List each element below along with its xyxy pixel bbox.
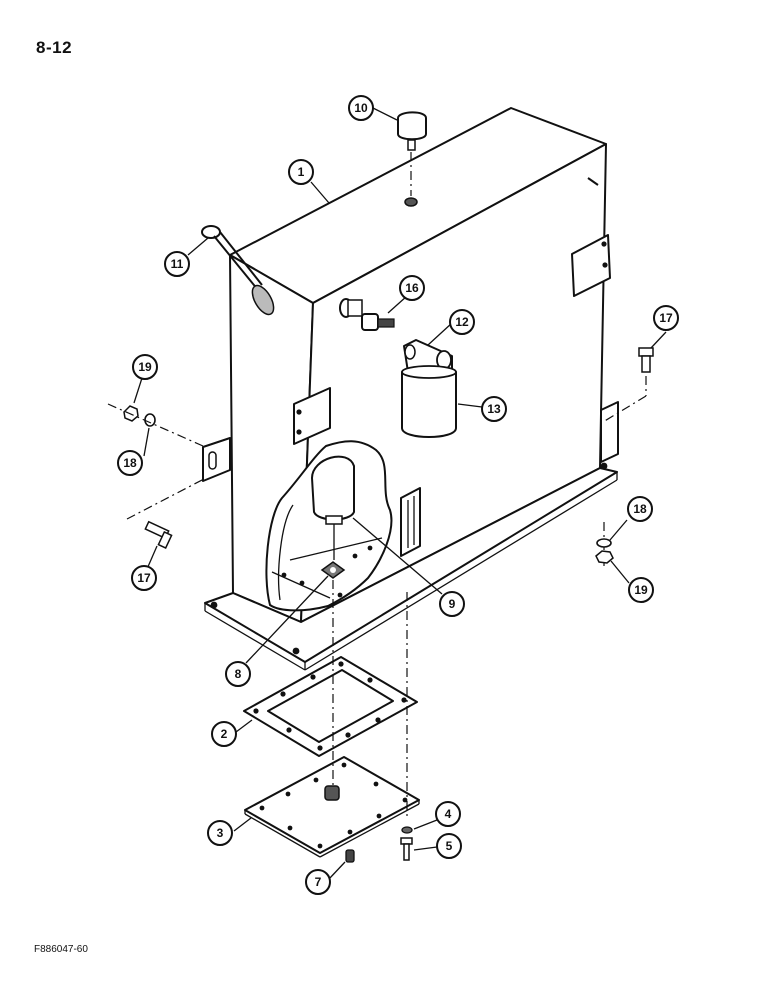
callout-10-label: 10: [354, 101, 368, 115]
callout-17-left: 17: [131, 565, 157, 591]
callout-8: 8: [225, 661, 251, 687]
breather-cap: [397, 111, 427, 207]
callout-5: 5: [436, 833, 462, 859]
plug-7: [345, 849, 355, 863]
callout-4: 4: [435, 801, 461, 827]
callout-13: 13: [481, 396, 507, 422]
right-bolt-17: [638, 347, 654, 373]
callout-11: 11: [164, 251, 190, 277]
callout-4-label: 4: [445, 807, 452, 821]
filter-head: [403, 339, 453, 373]
callout-8-label: 8: [235, 667, 242, 681]
filter-cartridge: [401, 365, 457, 438]
callout-18-left: 18: [117, 450, 143, 476]
figure-code: F886047-60: [34, 944, 88, 955]
callout-18-right-label: 18: [633, 502, 647, 516]
callout-12-label: 12: [455, 315, 469, 329]
left-nut-19: [123, 405, 139, 422]
callout-12: 12: [449, 309, 475, 335]
cutaway-view: [265, 440, 393, 612]
strainer-element: [311, 455, 355, 560]
callout-16: 16: [399, 275, 425, 301]
callout-1: 1: [288, 159, 314, 185]
callout-19-right-label: 19: [634, 583, 648, 597]
callout-17-right: 17: [653, 305, 679, 331]
callout-3: 3: [207, 820, 233, 846]
callout-7: 7: [305, 869, 331, 895]
callout-10: 10: [348, 95, 374, 121]
callout-1-label: 1: [298, 165, 305, 179]
callout-13-label: 13: [487, 402, 501, 416]
left-washer-18: [144, 413, 156, 427]
callout-3-label: 3: [217, 826, 224, 840]
callout-17-right-label: 17: [659, 311, 673, 325]
callout-19-right: 19: [628, 577, 654, 603]
callout-18-left-label: 18: [123, 456, 137, 470]
bolt-5: [400, 837, 413, 861]
right-top-bracket: [571, 234, 611, 297]
elbow-fitting: [339, 298, 395, 331]
callout-2-label: 2: [221, 727, 228, 741]
callout-9: 9: [439, 591, 465, 617]
right-nut-19: [595, 550, 614, 564]
callout-2: 2: [211, 721, 237, 747]
callout-17-left-label: 17: [137, 571, 151, 585]
page-number: 8-12: [36, 38, 73, 57]
cover-plate: [244, 756, 420, 858]
left-bolt-17: [144, 520, 173, 550]
left-bracket: [202, 437, 231, 482]
callout-19-left: 19: [132, 354, 158, 380]
callout-7-label: 7: [315, 875, 322, 889]
callout-18-right: 18: [627, 496, 653, 522]
right-lower-bracket: [600, 401, 619, 463]
dipstick: [201, 225, 275, 316]
leader-lines: [133, 107, 667, 880]
callout-5-label: 5: [446, 839, 453, 853]
level-gauge-strip: [400, 487, 421, 557]
callout-19-left-label: 19: [138, 360, 152, 374]
callout-9-label: 9: [449, 597, 456, 611]
suction-fitting: [320, 561, 346, 579]
washer-4: [401, 826, 413, 834]
front-bracket: [293, 387, 331, 445]
right-washer-18: [596, 538, 612, 548]
callout-11-label: 11: [171, 257, 184, 271]
callout-16-label: 16: [405, 281, 419, 295]
gasket: [243, 656, 418, 757]
